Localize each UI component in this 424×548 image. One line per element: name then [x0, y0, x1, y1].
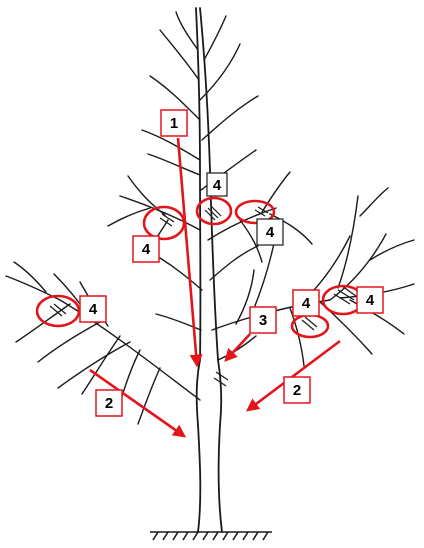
label-4-left: 4	[142, 241, 151, 258]
ground-line	[150, 531, 272, 541]
circle-cut-3	[234, 199, 276, 225]
label-4-far-left: 4	[89, 301, 98, 318]
label-box-2-left: 2	[95, 389, 123, 417]
label-1: 1	[170, 115, 178, 132]
arrow-1	[176, 137, 203, 368]
label-box-2-right: 2	[283, 376, 311, 404]
label-box-3: 3	[249, 306, 277, 334]
arrow-2-left	[89, 368, 187, 438]
label-4-lower-right: 4	[302, 295, 311, 312]
label-box-4-top: 4	[206, 172, 228, 197]
circle-cut-2	[142, 205, 186, 241]
label-boxes: 1 4 4 4 4 4 4	[79, 109, 384, 417]
label-2-left: 2	[105, 395, 113, 412]
label-box-4-left: 4	[132, 235, 160, 263]
label-box-4-right: 4	[256, 218, 284, 246]
cut-marks	[49, 205, 357, 387]
tree-branches	[5, 11, 415, 425]
label-2-right: 2	[293, 382, 301, 399]
label-box-4-far-right: 4	[356, 286, 384, 314]
label-box-4-lower-right: 4	[292, 289, 320, 317]
label-3: 3	[259, 312, 267, 329]
label-4-right: 4	[266, 224, 275, 241]
tree-trunk	[195, 7, 223, 533]
label-box-1: 1	[160, 109, 188, 137]
arrow-3	[224, 333, 251, 362]
circle-cut-1	[195, 196, 233, 226]
label-box-4-far-left: 4	[79, 295, 107, 323]
circle-cut-4	[35, 294, 81, 328]
arrow-2-right	[245, 339, 341, 412]
label-4-far-right: 4	[366, 292, 375, 309]
annotation-layer	[35, 137, 365, 438]
label-4-top: 4	[213, 177, 222, 194]
